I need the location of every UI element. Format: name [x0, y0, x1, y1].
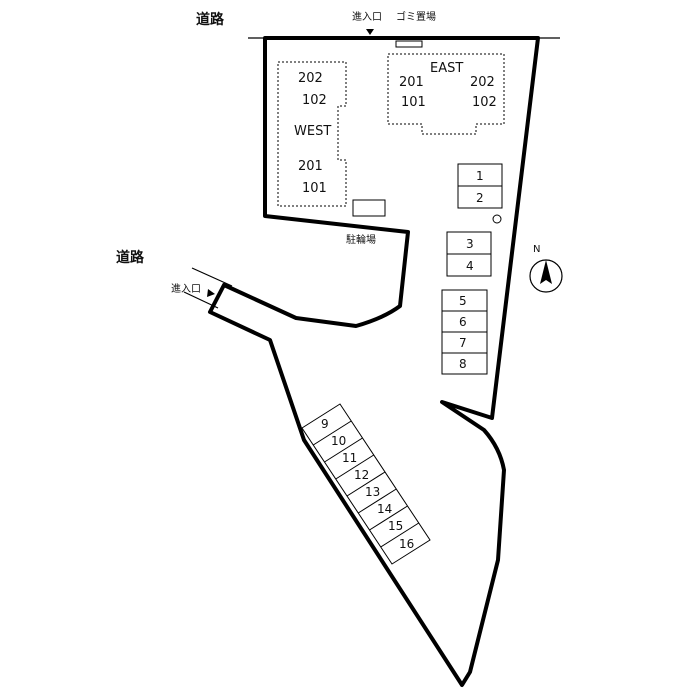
bicycle-parking-label: 駐輪場 [346, 233, 376, 246]
parking-slot-label: 8 [459, 357, 467, 371]
garbage-area-label: ゴミ置場 [396, 10, 436, 23]
parking-slot [457, 185, 503, 209]
parking-slot-label: 3 [466, 237, 474, 251]
bicycle-parking-box [352, 199, 386, 217]
parking-group-2: 3 4 [446, 231, 492, 277]
parking-divider [369, 505, 408, 531]
west-road-label: 道路 [116, 249, 145, 266]
east-unit-202: 202 [470, 75, 495, 90]
parking-slot-label: 2 [476, 191, 484, 205]
parking-slot-label: 16 [399, 537, 414, 551]
north-road-label: 道路 [196, 11, 225, 28]
parking-slot-label: 12 [354, 468, 369, 482]
east-unit-102: 102 [472, 95, 497, 110]
west-unit-202: 202 [298, 71, 323, 86]
parking-slot-label: 1 [476, 169, 484, 183]
compass-icon: N [529, 244, 563, 293]
parking-group-3: 5 6 7 8 [441, 289, 488, 375]
compass-north-label: N [533, 244, 540, 255]
parking-divider [346, 471, 386, 497]
parking-slot-label: 4 [466, 259, 474, 273]
parking-slot [446, 253, 492, 277]
parking-divider [357, 488, 397, 514]
north-entrance-arrow-icon [366, 29, 374, 35]
parking-slot-label: 10 [331, 434, 346, 448]
east-building-name: EAST [430, 61, 463, 76]
west-building-name: WEST [294, 124, 331, 139]
west-unit-102: 102 [302, 93, 327, 108]
west-entrance-label: 進入口 [171, 283, 201, 295]
parking-slot-label: 15 [388, 519, 403, 533]
parking-slot-label: 13 [365, 485, 380, 499]
parking-divider [312, 420, 352, 446]
west-road-line-upper [191, 267, 233, 287]
parking-slot [441, 352, 488, 375]
east-unit-101: 101 [401, 95, 426, 110]
parking-slot-label: 11 [342, 451, 357, 465]
west-building-outline [277, 61, 347, 207]
garbage-area-box [395, 40, 423, 48]
parking-group-1: 1 2 [457, 163, 503, 209]
utility-marker [492, 214, 502, 224]
parking-slot-label: 9 [321, 417, 329, 431]
parking-divider [324, 437, 363, 463]
parking-slot-label: 14 [377, 502, 392, 516]
east-unit-201: 201 [399, 75, 424, 90]
west-entrance-arrow-icon [207, 289, 215, 297]
west-unit-101: 101 [302, 181, 327, 196]
parking-divider [380, 522, 420, 548]
west-unit-201: 201 [298, 159, 323, 174]
parking-slot-label: 7 [459, 336, 467, 350]
east-building-outline [387, 53, 505, 135]
parking-slot-label: 6 [459, 315, 467, 329]
north-entrance-label: 進入口 [352, 11, 382, 23]
site-boundary [208, 36, 540, 687]
parking-divider [335, 454, 375, 480]
parking-group-4: 9 10 11 12 13 14 15 16 [301, 403, 431, 565]
parking-slot-label: 5 [459, 294, 467, 308]
